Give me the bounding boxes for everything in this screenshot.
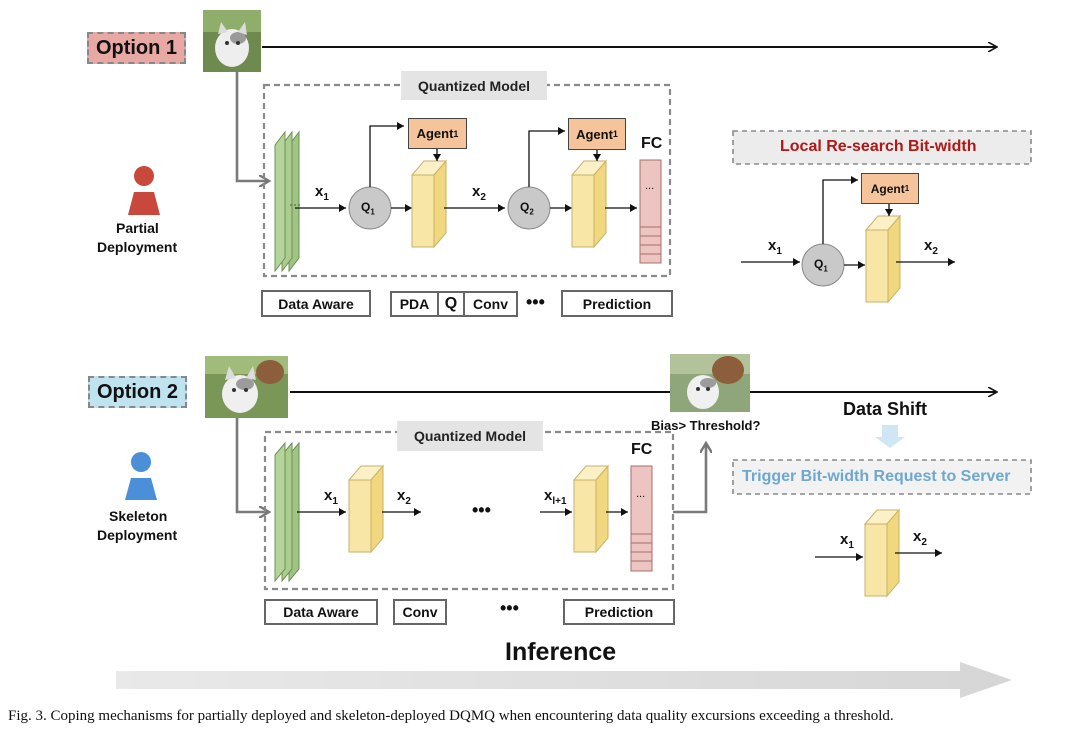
- inference-label: Inference: [505, 638, 617, 666]
- ellipsis-top-row: •••: [526, 292, 545, 312]
- agent-subscript: 1: [453, 128, 459, 139]
- fc-layer-2: [630, 465, 653, 572]
- x2-label-local: x2: [924, 237, 938, 257]
- x1-label-top: x1: [315, 183, 329, 203]
- conv-layer-1b: [570, 159, 608, 249]
- x2-label-server: x2: [913, 528, 927, 548]
- agent-subscript: 1: [612, 129, 618, 139]
- skeleton-label-line2: Deployment: [97, 527, 178, 543]
- prediction-box-2: Prediction: [563, 599, 675, 625]
- agent-label: Agent: [416, 126, 454, 141]
- bias-threshold-label: Bias> Threshold?: [651, 418, 761, 433]
- trigger-box: [732, 459, 1032, 495]
- conv-box-2: Conv: [393, 599, 447, 625]
- partial-label-line2: Deployment: [97, 239, 178, 255]
- option-2-label: Option 2: [88, 376, 187, 408]
- person-icon: [128, 166, 160, 215]
- agent-label: Agent: [576, 126, 613, 142]
- q2-label: Q2: [520, 200, 534, 217]
- ellipsis-bottom-row: •••: [500, 598, 519, 618]
- q1-label: Q1: [361, 200, 375, 217]
- q-box: Q: [437, 291, 465, 317]
- fc-label-2: FC: [631, 441, 653, 458]
- kitten-photo-icon: [203, 10, 261, 72]
- fc-layer-1: [639, 159, 662, 264]
- data-aware-box-1: Data Aware: [261, 290, 371, 317]
- data-aware-layer-1: [274, 130, 300, 273]
- local-research-title: Local Re-search Bit-width: [780, 138, 977, 155]
- prediction-box-1: Prediction: [561, 290, 673, 317]
- agent-label: Agent: [870, 181, 905, 196]
- local-conv-layer: [864, 214, 902, 304]
- x2-label-bottom: x2: [397, 487, 411, 507]
- partial-label-line1: Partial: [116, 220, 159, 236]
- quantized-model-title-1: Quantized Model: [401, 71, 547, 100]
- kitten-photo-icon: [670, 354, 750, 412]
- conv-layer-2b: [572, 464, 610, 554]
- x1-label-bottom: x1: [324, 487, 338, 507]
- inference-arrow: [116, 662, 1012, 698]
- skeleton-label-line1: Skeleton: [109, 508, 168, 524]
- person-icon: [125, 452, 157, 500]
- fc-label-1: FC: [641, 135, 663, 152]
- local-q1-label: Q1: [814, 257, 828, 274]
- pipeline-arrow-2: [235, 418, 268, 512]
- local-research-box: [732, 130, 1032, 165]
- pda-box: PDA: [390, 291, 439, 317]
- agent-subscript: 1: [904, 184, 910, 193]
- fc-dots-1: ...: [645, 180, 655, 192]
- data-aware-layer-2: [274, 441, 300, 583]
- threshold-arrow: [673, 444, 706, 514]
- conv-layer-2a: [347, 464, 385, 554]
- data-aware-box-2: Data Aware: [264, 599, 378, 625]
- x1-label-server: x1: [840, 531, 854, 551]
- conv-layer-1a: [410, 159, 448, 249]
- ellipsis-middle: •••: [472, 500, 491, 520]
- data-shift-title: Data Shift: [843, 399, 928, 419]
- quantized-model-box-2: [263, 430, 675, 591]
- option-1-label: Option 1: [87, 32, 186, 64]
- figure-caption: Fig. 3. Coping mechanisms for partially …: [8, 708, 894, 724]
- xl1-label-bottom: xl+1: [544, 487, 567, 507]
- down-arrow-icon: [875, 425, 905, 448]
- server-conv-layer: [863, 508, 901, 598]
- kitten-photo-icon: [205, 356, 288, 418]
- fc-dots-2: ...: [636, 488, 646, 500]
- trigger-request-label: Trigger Bit-width Request to Server: [742, 468, 1011, 485]
- pipeline-arrow-1: [235, 72, 268, 181]
- x2-label-top: x2: [472, 183, 486, 203]
- x1-label-local: x1: [768, 237, 782, 257]
- conv-box-1: Conv: [463, 291, 518, 317]
- quantized-model-box-1: [262, 83, 672, 278]
- quantized-model-title-2: Quantized Model: [397, 421, 543, 451]
